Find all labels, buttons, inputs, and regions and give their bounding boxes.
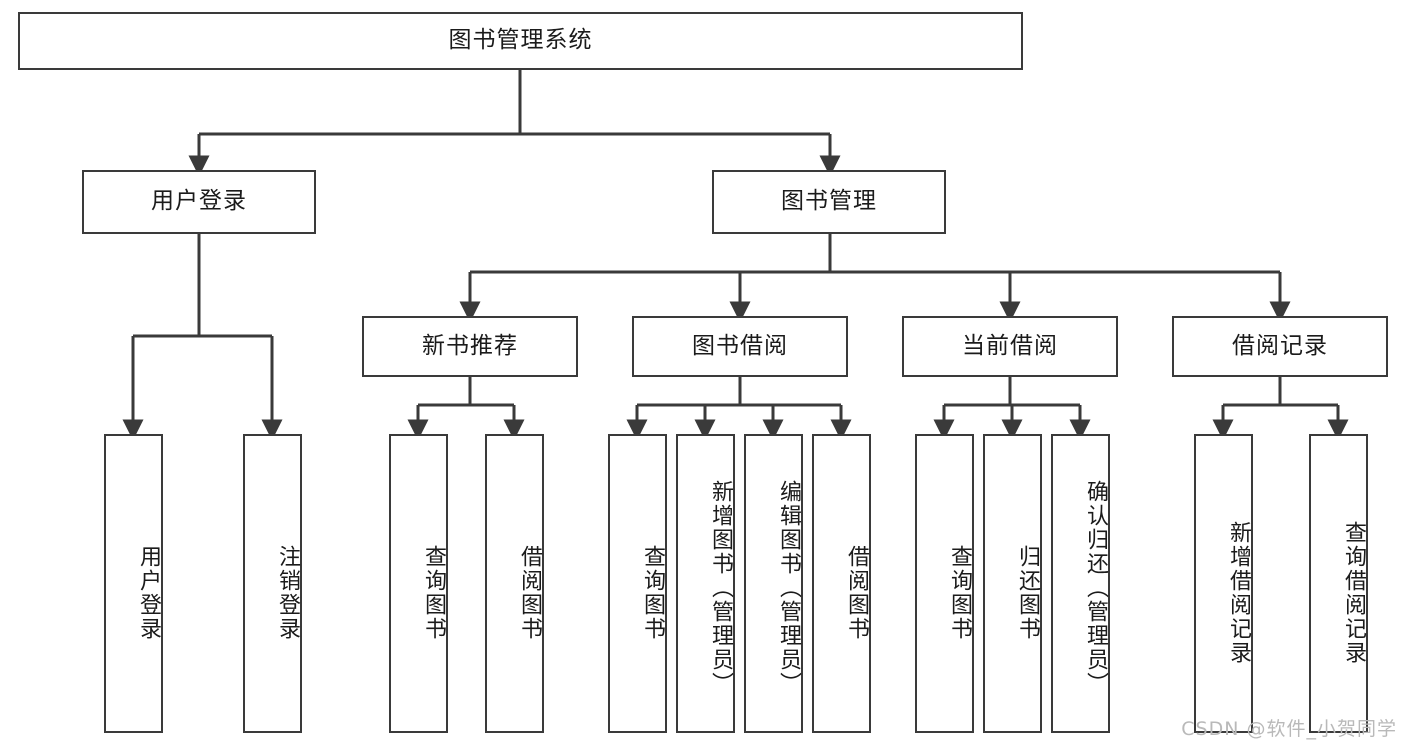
leaf-query-book-borrow[interactable]: 查询图书 <box>608 434 667 733</box>
node-borrow-record[interactable]: 借阅记录 <box>1172 316 1388 377</box>
node-book-borrow[interactable]: 图书借阅 <box>632 316 848 377</box>
leaf-edit-book-admin[interactable]: 编辑图书（管理员） <box>744 434 803 733</box>
leaf-query-book-current[interactable]: 查询图书 <box>915 434 974 733</box>
node-current-borrow[interactable]: 当前借阅 <box>902 316 1118 377</box>
node-user-login[interactable]: 用户登录 <box>82 170 316 234</box>
leaf-logout[interactable]: 注销登录 <box>243 434 302 733</box>
leaf-add-borrow-record[interactable]: 新增借阅记录 <box>1194 434 1253 733</box>
leaf-user-login[interactable]: 用户登录 <box>104 434 163 733</box>
node-book-management[interactable]: 图书管理 <box>712 170 946 234</box>
node-root-system[interactable]: 图书管理系统 <box>18 12 1023 70</box>
leaf-return-book[interactable]: 归还图书 <box>983 434 1042 733</box>
leaf-add-book-admin[interactable]: 新增图书（管理员） <box>676 434 735 733</box>
leaf-query-borrow-record[interactable]: 查询借阅记录 <box>1309 434 1368 733</box>
leaf-confirm-return-admin[interactable]: 确认归还（管理员） <box>1051 434 1110 733</box>
leaf-borrow-book[interactable]: 借阅图书 <box>812 434 871 733</box>
node-new-book-recommend[interactable]: 新书推荐 <box>362 316 578 377</box>
csdn-watermark: CSDN @软件_小贺同学 <box>1181 718 1397 740</box>
leaf-borrow-book-recommend[interactable]: 借阅图书 <box>485 434 544 733</box>
leaf-query-book-recommend[interactable]: 查询图书 <box>389 434 448 733</box>
